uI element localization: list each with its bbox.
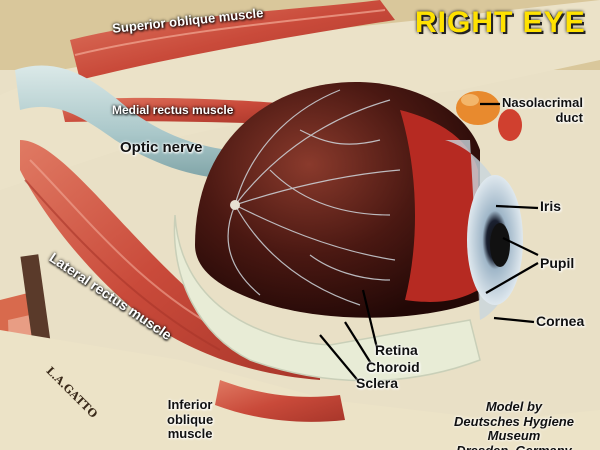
label-medial-rectus: Medial rectus muscle: [112, 103, 234, 117]
choroid-band: [400, 110, 478, 302]
nasolacrimal-duct: [456, 91, 500, 125]
optic-disc: [230, 200, 240, 210]
label-retina: Retina: [375, 342, 418, 358]
label-pupil: Pupil: [540, 255, 575, 271]
inferior-oblique-muscle: [215, 380, 345, 422]
label-inferior-oblique: Inferior oblique muscle: [167, 397, 214, 442]
orbit-floor: [0, 330, 600, 450]
label-iris: Iris: [540, 198, 562, 214]
label-optic-nerve: Optic nerve: [120, 139, 203, 156]
blood-vessels: [227, 89, 401, 306]
pupil: [490, 223, 510, 267]
optic-nerve: [15, 65, 250, 180]
lateral-rectus-muscle: [20, 140, 320, 380]
label-sclera: Sclera: [356, 375, 399, 391]
model-credit: Model by Deutsches Hygiene Museum Dresde…: [454, 399, 574, 450]
label-cornea: Cornea: [536, 313, 585, 329]
pointer-arrows: [319, 102, 539, 384]
title: RIGHT EYE: [415, 6, 586, 39]
sclera-layer: [173, 214, 481, 382]
superior-oblique-muscle: [70, 0, 395, 80]
label-choroid: Choroid: [366, 359, 420, 375]
label-nasolacrimal-duct: Nasolacrimal duct: [502, 95, 583, 125]
